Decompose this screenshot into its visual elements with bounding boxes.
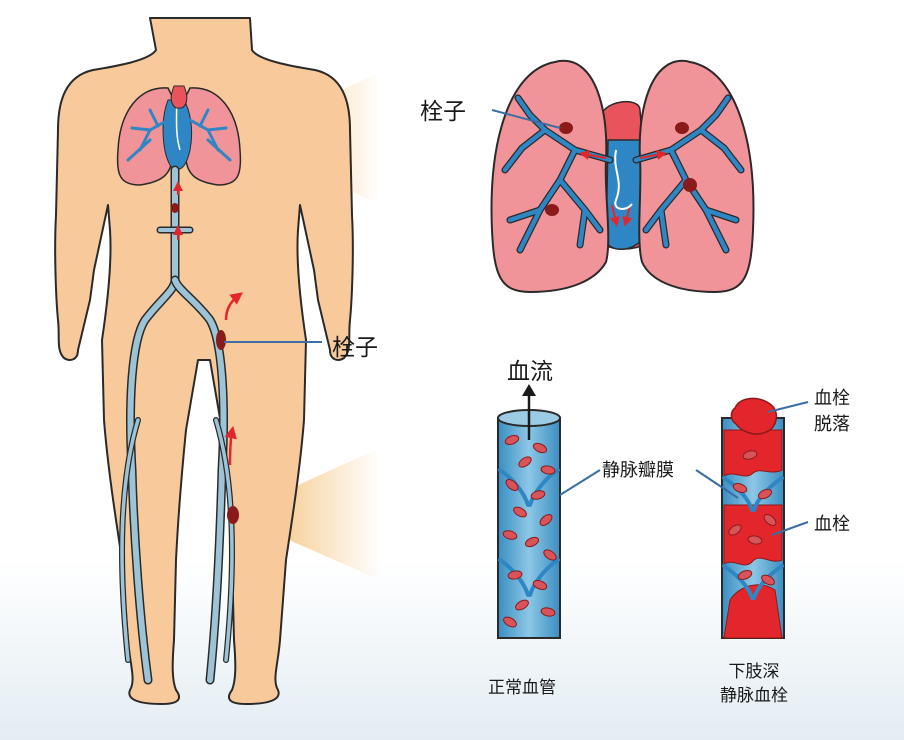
label-blood-flow: 血流 <box>507 359 553 385</box>
label-embolus-leg: 栓子 <box>332 335 378 361</box>
dislodged-pointer <box>767 401 809 413</box>
label-venous-valve: 静脉瓣膜 <box>602 460 674 481</box>
label-normal-vessel: 正常血管 <box>488 678 556 698</box>
label-clot-dislodged: 血栓 脱落 <box>814 386 850 438</box>
valve-pointer-dvt <box>695 469 739 499</box>
dvt-vessel <box>721 397 785 639</box>
label-clot-dislodged-line1: 血栓 <box>814 388 850 409</box>
label-dvt-line2: 静脉血栓 <box>720 686 788 706</box>
callout-beam-leg <box>232 448 380 580</box>
body-emboli <box>171 181 243 524</box>
body-veins <box>119 165 235 685</box>
normal-vessel <box>497 384 561 639</box>
normal-vessel-cells <box>502 435 557 628</box>
torso-lungs <box>116 85 242 186</box>
clot-pointer <box>771 521 809 536</box>
label-dvt-line1: 下肢深 <box>728 662 780 682</box>
embolus-lung-pointer <box>491 109 561 129</box>
label-dvt: 下肢深 静脉血栓 <box>712 660 796 708</box>
dvt-vessel-cells <box>728 450 777 586</box>
human-body <box>54 17 354 705</box>
label-embolus-lung: 栓子 <box>420 99 466 125</box>
lungs-detail <box>490 59 755 294</box>
label-clot: 血栓 <box>814 514 850 535</box>
valve-pointer-normal <box>559 469 601 496</box>
dislodged-clot <box>730 397 778 435</box>
label-clot-dislodged-line2: 脱落 <box>814 414 850 435</box>
